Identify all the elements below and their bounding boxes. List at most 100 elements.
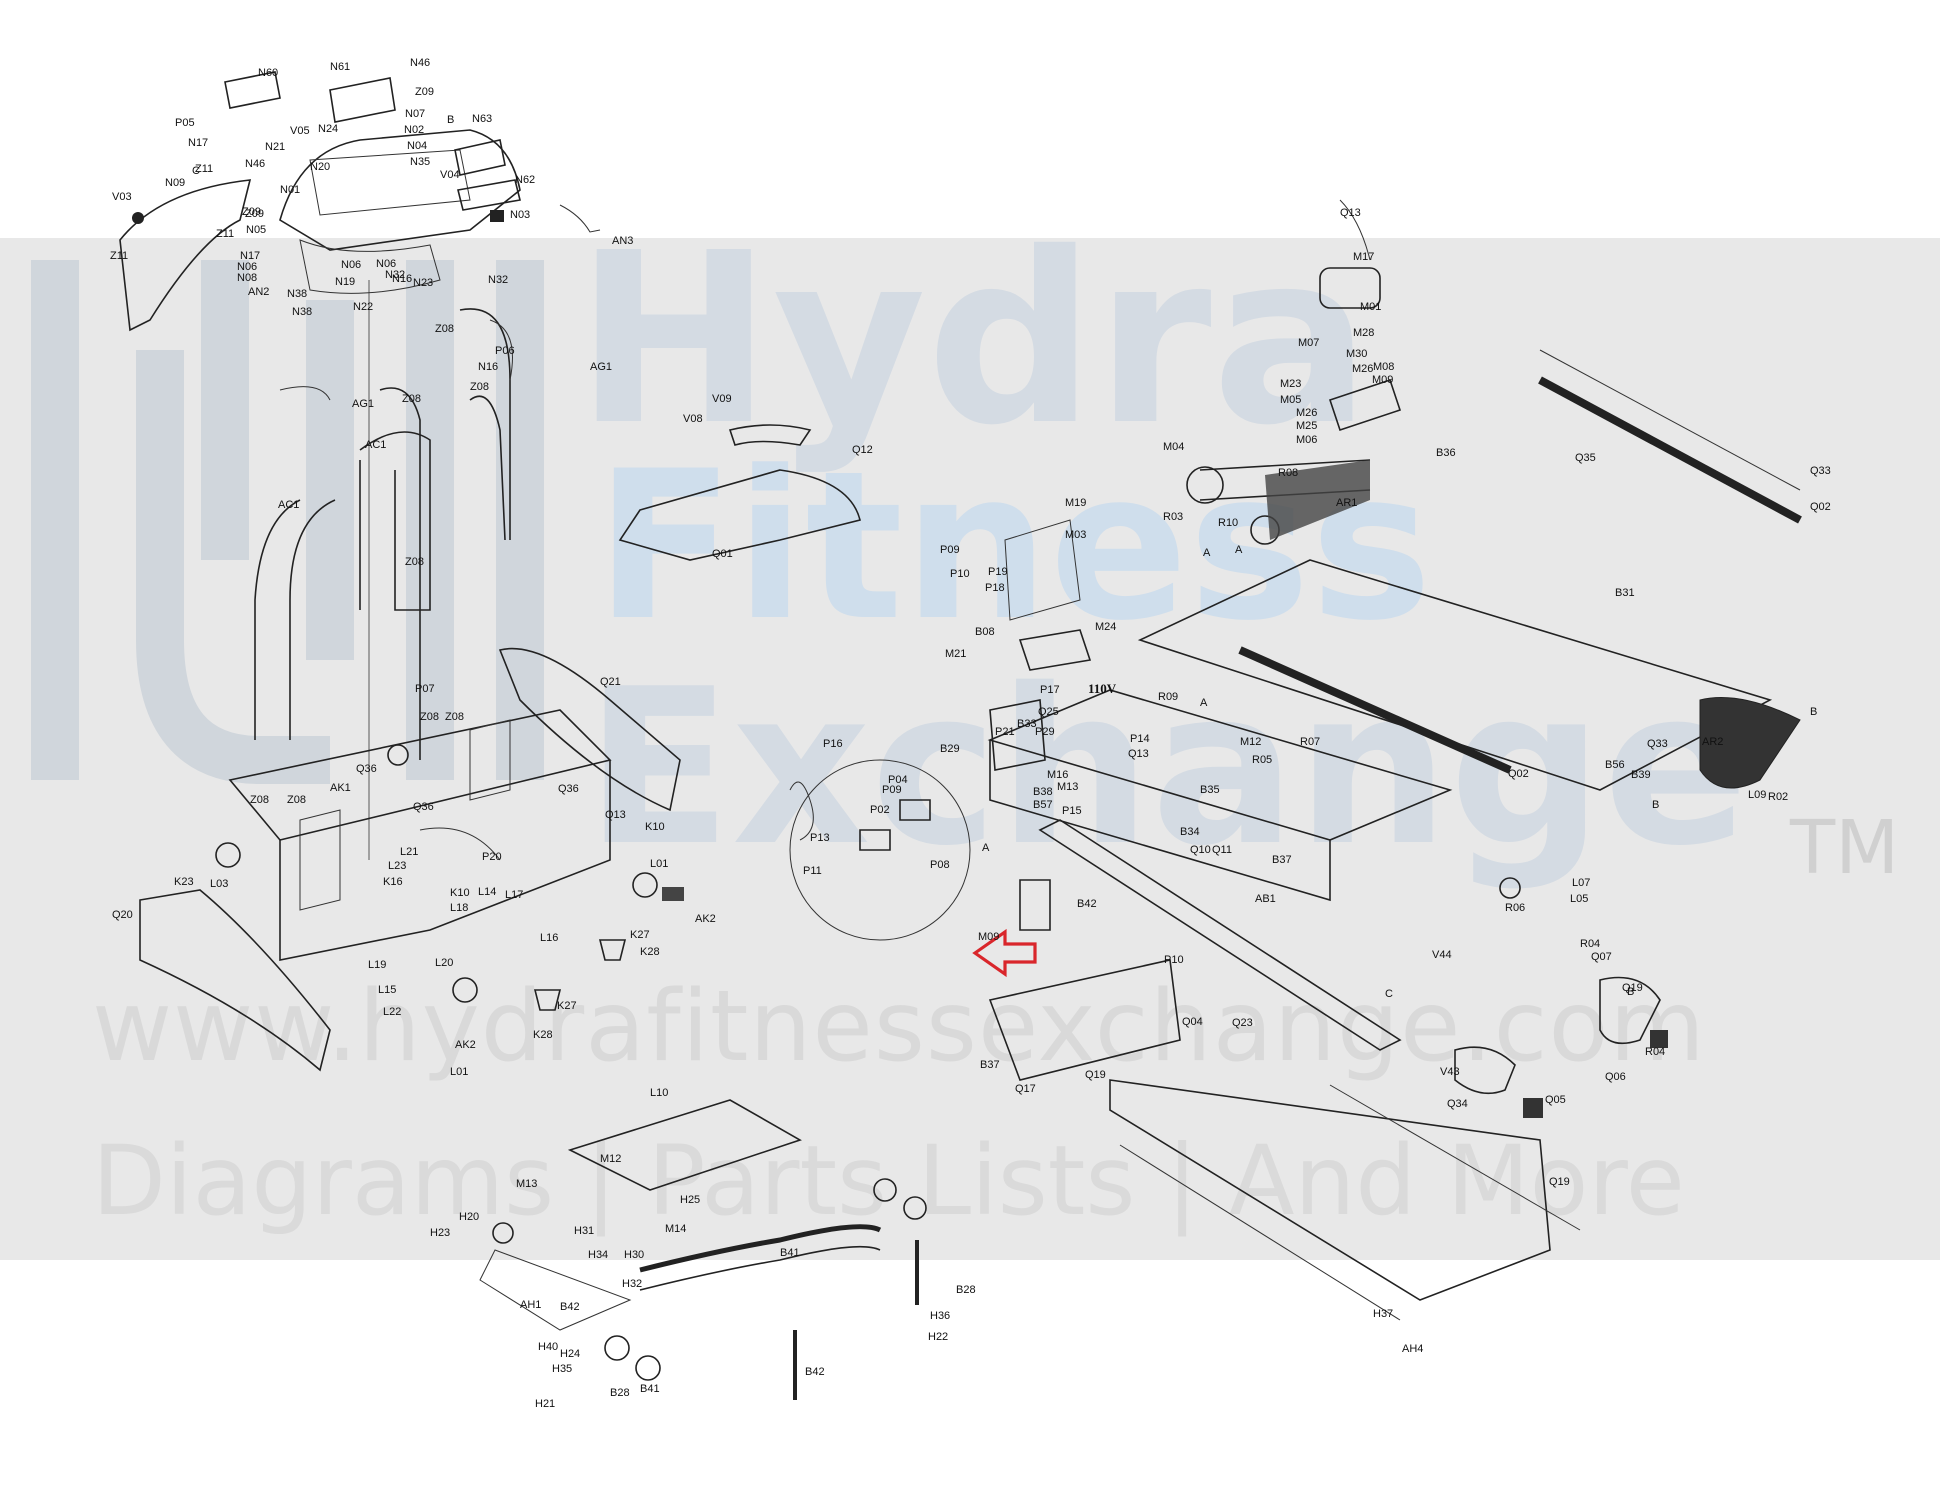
motor-cover-q01 bbox=[618, 469, 861, 561]
console-board-n62 bbox=[457, 179, 521, 211]
part-label-p10: P10 bbox=[950, 568, 970, 580]
part-label-n20: N20 bbox=[310, 161, 330, 173]
part-label-r04: R04 bbox=[1580, 938, 1600, 950]
bottom-pan-q05 bbox=[1109, 1079, 1551, 1301]
part-label-n23: N23 bbox=[413, 277, 433, 289]
part-label-q13: Q13 bbox=[1340, 207, 1361, 219]
incline-arm-ah1-edge bbox=[639, 1245, 881, 1291]
part-label-b36: B36 bbox=[1436, 447, 1456, 459]
part-label-r06: R06 bbox=[1505, 902, 1525, 914]
connector-p02 bbox=[859, 829, 891, 851]
part-label-p06: P06 bbox=[495, 345, 515, 357]
part-label-m08: M08 bbox=[1373, 361, 1394, 373]
part-label-n35: N35 bbox=[410, 156, 430, 168]
side-cover-q20 bbox=[139, 889, 331, 1072]
part-label-n32: N32 bbox=[385, 269, 405, 281]
part-label-h22: H22 bbox=[928, 1331, 948, 1343]
upright-cap-left bbox=[279, 386, 331, 401]
part-label-p10: P10 bbox=[1164, 954, 1184, 966]
part-label-m16: M16 bbox=[1047, 769, 1068, 781]
controller-base-m24 bbox=[1018, 629, 1092, 671]
part-label-a: A bbox=[1235, 544, 1243, 556]
part-label-n24: N24 bbox=[318, 123, 338, 135]
rear-end-cap-q07 bbox=[1599, 976, 1661, 1045]
part-label-b37: B37 bbox=[1272, 854, 1292, 866]
part-label-b57: B57 bbox=[1033, 799, 1053, 811]
part-label-r10: R10 bbox=[1218, 517, 1238, 529]
part-label-r09: R09 bbox=[1158, 691, 1178, 703]
rear-end-cap-q06 bbox=[1454, 1046, 1516, 1095]
part-label-r07: R07 bbox=[1300, 736, 1320, 748]
part-label-m25: M25 bbox=[1296, 420, 1317, 432]
console-fastener-v03 bbox=[132, 212, 144, 224]
part-label-h20: H20 bbox=[459, 1211, 479, 1223]
part-label-b42: B42 bbox=[805, 1366, 825, 1378]
part-label-m14: M14 bbox=[665, 1223, 686, 1235]
part-label-p19: P19 bbox=[988, 566, 1008, 578]
part-label-c: C bbox=[1385, 988, 1393, 1000]
part-label-h23: H23 bbox=[430, 1227, 450, 1239]
part-label-n17: N17 bbox=[240, 250, 260, 262]
part-label-ah4: AH4 bbox=[1402, 1343, 1423, 1355]
part-label-q12: Q12 bbox=[852, 444, 873, 456]
part-label-b28: B28 bbox=[610, 1387, 630, 1399]
detail-circle-wiring bbox=[789, 759, 971, 941]
part-label-m13: M13 bbox=[516, 1178, 537, 1190]
controller-p21 bbox=[989, 699, 1046, 771]
foot-ak2 bbox=[662, 887, 684, 901]
part-label-l23: L23 bbox=[388, 860, 406, 872]
part-label-a: A bbox=[982, 842, 990, 854]
part-label-q13: Q13 bbox=[1128, 748, 1149, 760]
part-label-n63: N63 bbox=[472, 113, 492, 125]
watermark-url: www.hydrafitnessexchange.com bbox=[92, 970, 1706, 1084]
part-label-h34: H34 bbox=[588, 1249, 608, 1261]
part-label-b41: B41 bbox=[640, 1383, 660, 1395]
part-label-v05: V05 bbox=[290, 125, 310, 137]
part-label-l05: L05 bbox=[1570, 893, 1588, 905]
part-label-q25: Q25 bbox=[1038, 706, 1059, 718]
part-label-z08: Z08 bbox=[402, 393, 421, 405]
part-label-a: A bbox=[1200, 697, 1208, 709]
part-label-l07: L07 bbox=[1572, 877, 1590, 889]
part-label-m30: M30 bbox=[1346, 348, 1367, 360]
part-label-q07: Q07 bbox=[1591, 951, 1612, 963]
part-label-b38: B38 bbox=[1033, 786, 1053, 798]
drive-motor-m01 bbox=[1319, 267, 1381, 309]
part-label-h40: H40 bbox=[538, 1341, 558, 1353]
part-label-an3: AN3 bbox=[612, 235, 633, 247]
part-label-r05: R05 bbox=[1252, 754, 1272, 766]
part-label-q20: Q20 bbox=[112, 909, 133, 921]
part-label-b: B bbox=[1627, 986, 1634, 998]
part-label-z11: Z11 bbox=[110, 250, 128, 262]
part-label-k10: K10 bbox=[450, 887, 470, 899]
part-label-q35: Q35 bbox=[1575, 452, 1596, 464]
motor-tray-q04 bbox=[988, 959, 1181, 1081]
part-label-c: C bbox=[192, 165, 200, 177]
part-label-l19: L19 bbox=[368, 959, 386, 971]
part-label-p05: P05 bbox=[175, 117, 195, 129]
incline-wheel-h22 bbox=[604, 1335, 630, 1361]
wheel-l01-lower bbox=[452, 977, 478, 1003]
voltage-label: 110V bbox=[1088, 681, 1117, 696]
console-rear-cover bbox=[299, 239, 441, 294]
part-label-q36: Q36 bbox=[558, 783, 579, 795]
part-label-b08: B08 bbox=[975, 626, 995, 638]
part-label-p16: P16 bbox=[823, 738, 843, 750]
part-label-ar2: AR2 bbox=[1702, 736, 1723, 748]
incline-outline-h32 bbox=[479, 1249, 632, 1331]
part-label-n17: N17 bbox=[188, 137, 208, 149]
part-label-z09: Z09 bbox=[415, 86, 434, 98]
watermark-line1: Hydra bbox=[575, 202, 1371, 477]
part-label-n06: N06 bbox=[341, 259, 361, 271]
base-bracket-right bbox=[469, 719, 511, 801]
part-label-n61: N61 bbox=[330, 61, 350, 73]
deck-rail-q33 bbox=[1539, 349, 1801, 491]
part-label-v43: V43 bbox=[1440, 1066, 1460, 1078]
part-label-r08: R08 bbox=[1278, 467, 1298, 479]
console-display bbox=[309, 149, 471, 216]
part-label-m04: M04 bbox=[1163, 441, 1184, 453]
incline-frame-ah4 bbox=[567, 1099, 802, 1191]
part-label-n21: N21 bbox=[265, 141, 285, 153]
